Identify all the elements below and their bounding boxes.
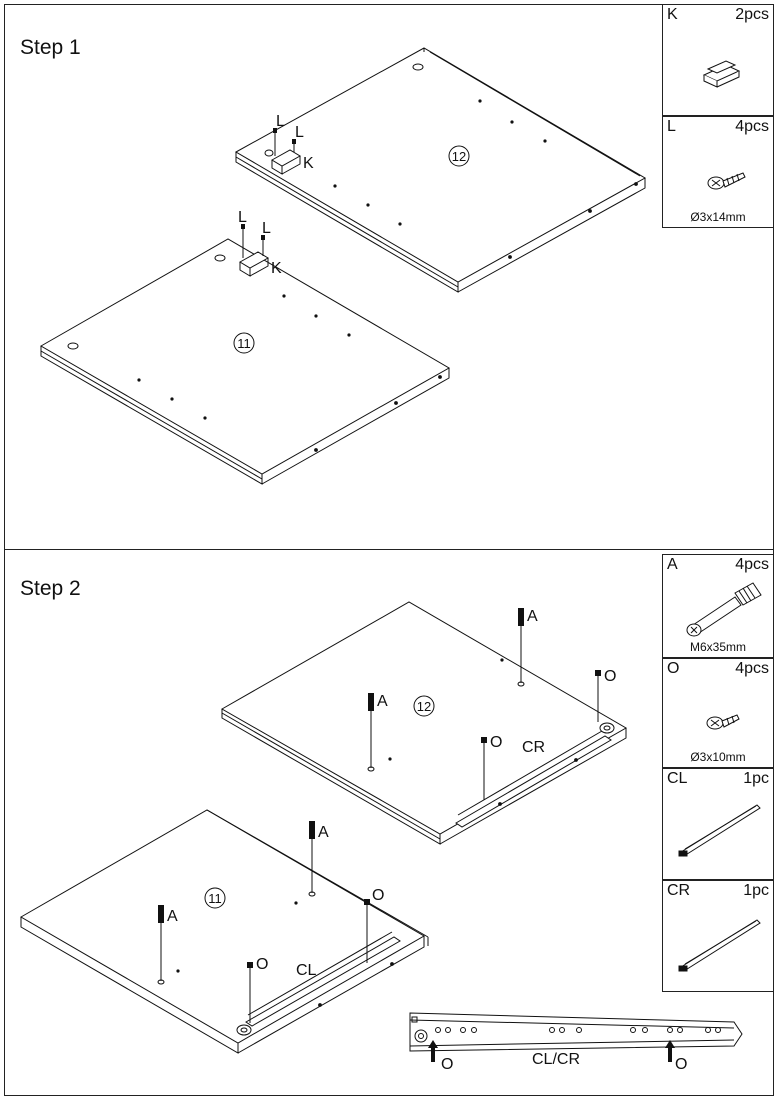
step1-panel-12-number: 12 (452, 149, 466, 164)
step2-callout-a1: A (527, 608, 538, 625)
part-spec: M6x35mm (689, 640, 746, 654)
catch-icon (702, 60, 741, 88)
step1-callout-l1: L (276, 113, 285, 130)
step2-callout-cr: CR (522, 739, 545, 756)
step1-panel-11-number: 11 (237, 336, 251, 351)
part-code: L (667, 118, 676, 135)
part-code: K (667, 6, 678, 23)
rail-detail-drawing (409, 1012, 743, 1052)
step2-callout-o3: O (372, 887, 384, 904)
part-qty: 1pc (743, 882, 769, 899)
step-divider (4, 549, 774, 550)
screw-icon (706, 714, 740, 730)
part-spec: Ø3x14mm (690, 210, 746, 224)
rail-detail-arrows (428, 1040, 675, 1062)
part-box-cr: CR 1pc (662, 880, 774, 992)
step2-title: Step 2 (20, 577, 81, 600)
step2-callout-o4: O (256, 956, 268, 973)
part-box-a: A 4pcs M6x35mm (662, 554, 774, 658)
step2-callout-a2: A (377, 693, 388, 710)
part-code: CR (667, 882, 691, 899)
rail-icon (678, 804, 761, 857)
step1-panel-11-drawing (39, 238, 451, 485)
step1-callout-k2: K (271, 260, 282, 277)
step1-title: Step 1 (20, 36, 81, 59)
part-qty: 1pc (743, 770, 769, 787)
screw-icon (707, 172, 746, 190)
page-frame (4, 4, 774, 1096)
part-code: O (667, 660, 680, 677)
part-code: A (667, 556, 678, 573)
step1-catch-top (271, 149, 301, 175)
step1-panel-12-drawing (234, 47, 647, 293)
part-box-k: K 2pcs (662, 4, 774, 116)
step2-callout-cl: CL (296, 962, 317, 979)
step2-panel-12-drawing (220, 601, 628, 845)
part-qty: 4pcs (735, 660, 769, 677)
part-spec: Ø3x10mm (690, 750, 746, 764)
part-box-o: O 4pcs Ø3x10mm (662, 658, 774, 768)
rail-detail-screw-a: O (441, 1056, 453, 1073)
rail-icon (678, 919, 761, 972)
step1-callout-l4: L (262, 220, 271, 237)
part-box-l: L 4pcs Ø3x14mm (662, 116, 774, 228)
cam-bolt-icon (686, 582, 762, 637)
step1-callout-l2: L (295, 124, 304, 141)
step1-callout-k1: K (303, 155, 314, 172)
step2-panel-11-number: 11 (208, 891, 222, 906)
step2-callout-a4: A (167, 908, 178, 925)
part-qty: 2pcs (735, 6, 769, 23)
part-code: CL (667, 770, 688, 787)
rail-detail-screw-b: O (675, 1056, 687, 1073)
step1-catch-bottom (239, 251, 269, 277)
part-qty: 4pcs (735, 556, 769, 573)
step2-callout-a3: A (318, 824, 329, 841)
step1-callout-l3: L (238, 209, 247, 226)
part-box-cl: CL 1pc (662, 768, 774, 880)
step2-callout-o1: O (604, 668, 616, 685)
step2-callout-o2: O (490, 734, 502, 751)
step2-panel-12-number: 12 (417, 699, 431, 714)
part-qty: 4pcs (735, 118, 769, 135)
rail-detail-label: CL/CR (532, 1051, 580, 1068)
step2-panel-11-drawing (20, 809, 429, 1054)
